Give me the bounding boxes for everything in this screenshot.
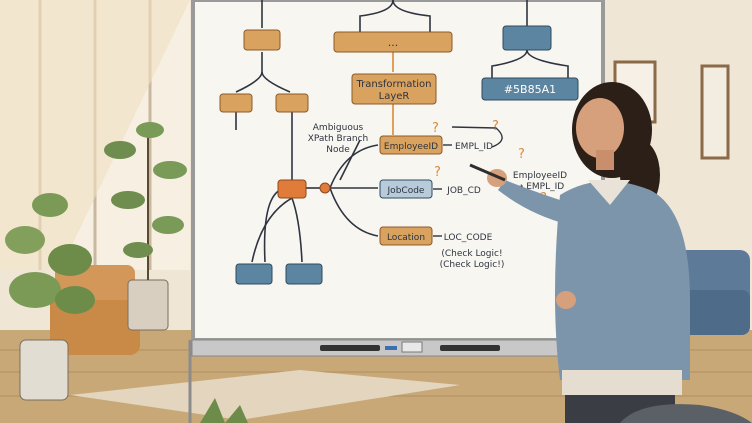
side-mapping-1: EmployeeID xyxy=(513,171,567,181)
blue-box-right xyxy=(285,263,323,285)
field-target-job-cd: JOB_CD xyxy=(446,186,481,196)
ambiguous-note-1: Ambiguous xyxy=(313,123,364,133)
field-source-employeeid: EmployeeID xyxy=(384,142,438,152)
marker-black xyxy=(320,345,380,351)
branch-node-box xyxy=(277,179,307,199)
transformation-label-1: Transformation xyxy=(355,79,431,90)
check-logic-2: (Check Logic!) xyxy=(440,260,505,270)
diagram-connectors xyxy=(235,0,569,263)
field-target-loc-code: LOC_CODE xyxy=(444,233,493,243)
transformation-label-2: LayeR xyxy=(379,91,410,102)
plant-tall xyxy=(104,122,187,331)
field-arrows xyxy=(433,126,503,237)
field-source-location: Location xyxy=(387,233,425,243)
marker-blue xyxy=(385,346,397,350)
ambiguous-node-dot xyxy=(319,182,331,194)
wall-picture-2 xyxy=(700,64,730,160)
blue-box-left xyxy=(235,263,273,285)
ellipsis-label: ... xyxy=(388,36,399,49)
field-source-jobcode: JobCode xyxy=(387,186,425,196)
question-mark-2: ? xyxy=(432,121,439,136)
ambiguous-note-2: XPath Branch xyxy=(308,134,369,144)
orange-box-left xyxy=(219,93,253,113)
orange-box-top xyxy=(243,29,281,51)
question-mark-4: ? xyxy=(518,147,525,162)
field-box-jobcode xyxy=(379,179,433,199)
orange-box-right xyxy=(275,93,309,113)
ellipsis-box xyxy=(333,31,453,53)
foreground-plant xyxy=(200,398,248,423)
foreground-chair xyxy=(620,404,752,423)
field-box-location xyxy=(379,226,433,246)
hex-code-label: #5B85A1 xyxy=(504,83,556,96)
ambiguous-note-3: Node xyxy=(326,145,350,155)
hex-code-box xyxy=(481,77,579,101)
plant-monstera xyxy=(5,193,95,401)
field-box-employeeid xyxy=(379,135,443,155)
marker-dark xyxy=(440,345,500,351)
woman-presenter xyxy=(469,82,690,423)
field-target-empl-id: EMPL_ID xyxy=(455,142,493,152)
side-mapping-2: → EMPL_ID xyxy=(516,182,564,192)
question-mark-1: ? xyxy=(492,119,499,134)
question-mark-3: ? xyxy=(434,165,441,180)
transformation-layer-box xyxy=(351,73,437,105)
blue-box-top xyxy=(502,25,552,51)
orange-boxes xyxy=(219,29,453,246)
eraser xyxy=(401,341,423,353)
blue-boxes xyxy=(235,25,579,285)
rug xyxy=(70,370,460,420)
check-logic-1: (Check Logic! xyxy=(441,249,502,259)
